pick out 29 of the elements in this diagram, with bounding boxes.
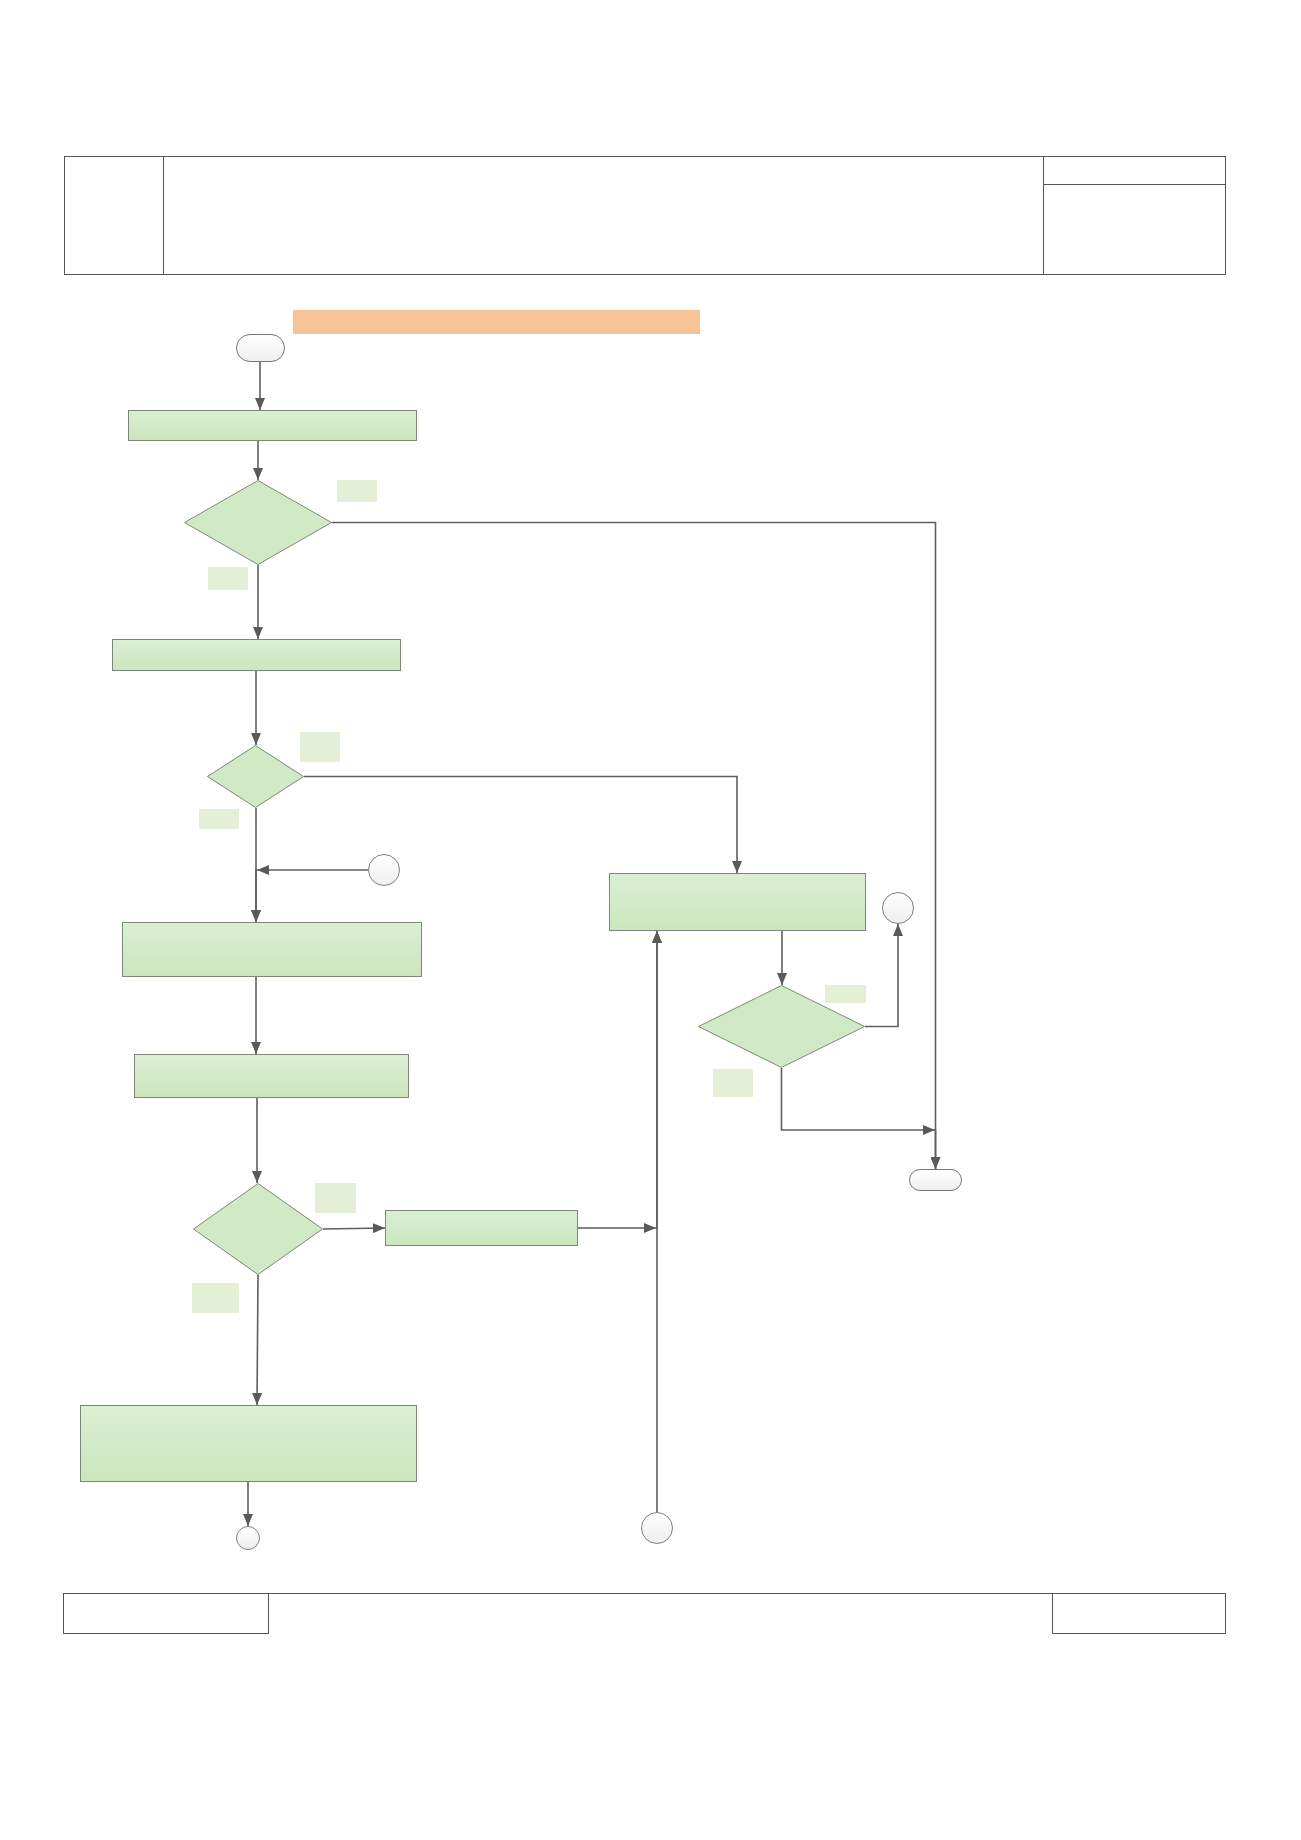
arrow [253, 440, 263, 481]
arrow [251, 865, 369, 923]
terminator-pill [909, 1169, 962, 1191]
process-box [609, 873, 866, 931]
arrow [322, 1223, 386, 1234]
arrow [243, 1481, 253, 1527]
arrow [652, 930, 662, 1513]
title-band [293, 310, 700, 334]
decision-diamond [184, 480, 332, 565]
process-box [122, 922, 422, 977]
arrow [252, 1097, 262, 1184]
process-box [112, 639, 401, 671]
arrow [780, 1067, 941, 1170]
arrow [255, 361, 265, 411]
arrow [253, 564, 263, 640]
process-box [385, 1210, 578, 1246]
arrow [251, 670, 261, 746]
terminator-pill [236, 334, 285, 362]
arrow [251, 976, 261, 1055]
arrow [303, 775, 742, 874]
arrow [252, 1274, 263, 1406]
process-box [80, 1405, 417, 1482]
decision-diamond [698, 985, 865, 1068]
arrow [864, 923, 903, 1028]
process-box [128, 410, 417, 441]
arrow [777, 930, 787, 986]
decision-diamond [207, 745, 304, 808]
decision-diamond [193, 1183, 323, 1275]
process-box [134, 1054, 409, 1098]
